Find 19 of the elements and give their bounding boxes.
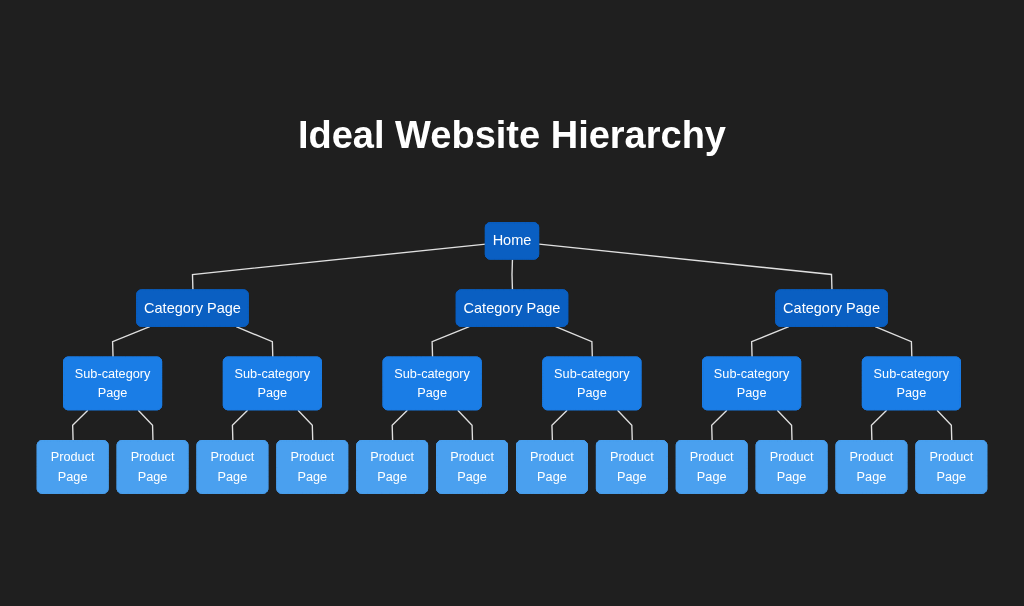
connector (711, 409, 728, 442)
connector (71, 409, 89, 442)
connector (231, 409, 249, 442)
connector (554, 326, 593, 359)
connector (870, 409, 888, 442)
connector (137, 409, 154, 442)
connector (457, 409, 474, 442)
connector (616, 409, 633, 442)
connector (936, 409, 953, 442)
connector (551, 409, 568, 442)
connector (874, 326, 913, 359)
title: Ideal Website Hierarchy (296, 113, 727, 158)
connector (235, 326, 274, 359)
connector (297, 409, 314, 442)
connector (776, 409, 793, 442)
connector (391, 409, 409, 442)
connector (750, 326, 790, 359)
connector (431, 326, 470, 359)
connector (111, 326, 151, 359)
